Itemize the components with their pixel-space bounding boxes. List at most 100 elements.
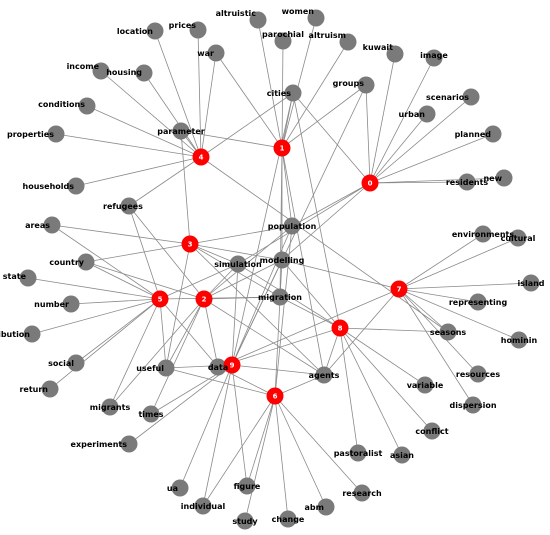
edge-2-modelling [203, 259, 283, 300]
word-node-groups [357, 76, 375, 94]
word-node-prices [189, 21, 207, 39]
edge-4-conditions [86, 105, 202, 158]
word-label-seasons: seasons [430, 328, 467, 337]
edge-2-agents [203, 298, 325, 376]
edge-2-refugees [128, 205, 205, 300]
edge-8-migration [279, 296, 341, 329]
edge-3-population [189, 225, 293, 245]
edge-9-figure [231, 364, 248, 487]
word-label-hominin: hominin [501, 336, 538, 345]
edge-6-useful [165, 367, 276, 397]
edge-7-dispersion [398, 288, 474, 406]
edge-9-population [231, 225, 293, 366]
word-node-migration [271, 288, 289, 306]
topic-node-7 [390, 280, 408, 298]
edge-0-residents [369, 181, 468, 184]
edge-9-cities [231, 92, 294, 366]
word-label-number: number [34, 300, 69, 309]
word-node-cultural [509, 229, 527, 247]
word-label-social: social [48, 359, 74, 368]
edge-7-hominin [398, 288, 520, 341]
word-node-kuwait [386, 45, 404, 63]
word-label-change: change [272, 515, 305, 524]
word-node-housing [135, 64, 153, 82]
word-label-parochial: parochial [262, 30, 304, 39]
edge-0-groups [365, 84, 371, 184]
topic-node-2 [195, 290, 213, 308]
word-label-return: return [19, 385, 48, 394]
word-label-simulation: simulation [214, 260, 262, 269]
word-label-state: state [3, 272, 27, 281]
topic-node-5 [151, 290, 169, 308]
edge-9-agents [231, 364, 325, 376]
edge-4-prices [197, 29, 202, 158]
edge-1-altruistic [257, 19, 283, 149]
word-label-population: population [268, 222, 317, 231]
topic-label-4: 4 [199, 154, 204, 162]
word-node-simulation [229, 255, 247, 273]
topic-label-9: 9 [230, 362, 235, 370]
word-label-individual: individual [181, 502, 226, 511]
edge-6-figure [246, 395, 276, 487]
topic-label-7: 7 [397, 286, 402, 294]
word-node-representing [469, 293, 487, 311]
edge-0-cities [292, 92, 371, 184]
word-node-data [209, 358, 227, 376]
word-node-areas [43, 216, 61, 234]
edge-3-simulation [189, 243, 239, 265]
topic-label-8: 8 [338, 325, 343, 333]
word-label-environments: environments [452, 230, 514, 239]
word-node-number [62, 295, 80, 313]
edge-9-individual [202, 364, 233, 507]
edge-8-cities [292, 92, 341, 329]
word-label-useful: useful [136, 364, 164, 373]
word-node-distribution [23, 325, 41, 343]
edge-2-country [85, 261, 205, 300]
edge-6-change [274, 395, 289, 520]
edge-3-agents [189, 243, 325, 376]
edge-8-asian [339, 327, 403, 456]
word-label-migration: migration [258, 293, 302, 302]
edge-7-seasons [398, 288, 449, 333]
edge-9-experiments [128, 364, 233, 445]
edge-7-data [217, 288, 400, 368]
edge-1-parameter [180, 130, 283, 149]
edge-9-ua [179, 364, 233, 489]
word-label-altruistic: altruistic [216, 9, 257, 18]
word-node-scenarios [462, 88, 480, 106]
edge-7-environments [398, 233, 484, 290]
edge-4-location [154, 30, 202, 158]
edge-0-planned [369, 133, 494, 184]
word-label-parameter: parameter [157, 127, 204, 136]
topic-label-1: 1 [280, 145, 285, 153]
word-node-conditions [78, 97, 96, 115]
topic-node-6 [266, 387, 284, 405]
word-node-experiments [120, 435, 138, 453]
edge-1-groups [281, 84, 367, 149]
edge-0-simulation [237, 182, 371, 265]
edge-4-housing [143, 72, 202, 158]
edge-6-study [244, 395, 276, 522]
edge-8-variable [339, 327, 426, 386]
word-label-altruism: altruism [309, 31, 346, 40]
edge-5-useful [159, 298, 167, 369]
edge-5-data [159, 298, 219, 368]
edge-4-properties [55, 133, 202, 158]
word-node-ua [171, 479, 189, 497]
word-label-scenarios: scenarios [426, 93, 469, 102]
word-label-new: new [483, 174, 502, 183]
edge-0-image [369, 57, 435, 184]
word-node-seasons [439, 323, 457, 341]
word-node-altruism [339, 33, 357, 51]
edge-1-parochial [281, 40, 284, 149]
word-node-dispersion [464, 396, 482, 414]
word-label-asian: asian [390, 451, 414, 460]
word-label-prices: prices [169, 21, 197, 30]
word-node-pastoralist [349, 444, 367, 462]
edge-6-abm [274, 395, 327, 508]
word-label-data: data [208, 363, 228, 372]
edge-5-number [70, 298, 161, 305]
edge-5-state [27, 277, 161, 300]
word-label-pastoralist: pastoralist [334, 449, 383, 458]
